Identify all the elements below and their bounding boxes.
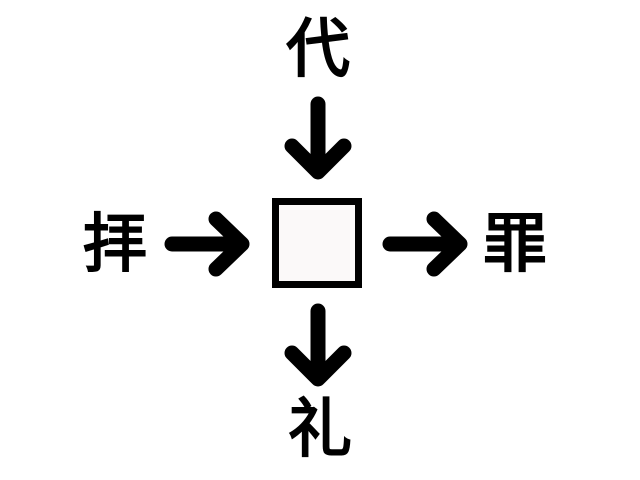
kanji-left: 拝	[83, 208, 147, 282]
kanji-right: 罪	[483, 208, 547, 282]
kanji-bottom: 礼	[288, 393, 352, 467]
arrow-down-icon	[284, 96, 352, 180]
arrow-right-icon	[382, 211, 468, 277]
answer-box[interactable]	[272, 198, 362, 288]
arrow-right-icon	[164, 211, 250, 277]
kanji-top: 代	[286, 13, 350, 87]
arrow-down-icon	[284, 303, 352, 387]
